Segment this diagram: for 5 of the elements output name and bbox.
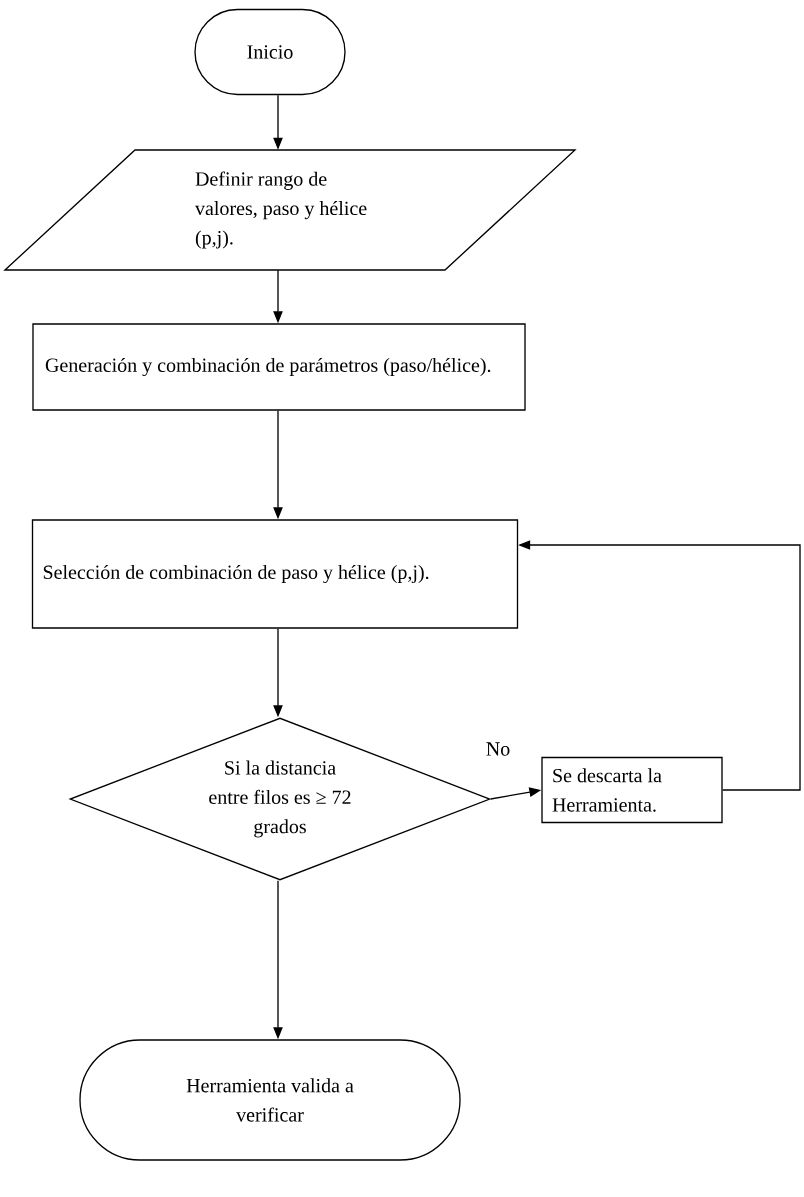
terminal-box: Inicio [194,8,346,96]
process-box: Generación y combinación de parámetros (paso/hélice). [32,323,526,411]
process-box: Se descarta la Herramienta. [541,756,723,824]
terminal-box: Herramienta valida a verificar [79,1039,461,1161]
process-box: Selección de combinación de paso y hélice (p,j). [31,519,519,629]
